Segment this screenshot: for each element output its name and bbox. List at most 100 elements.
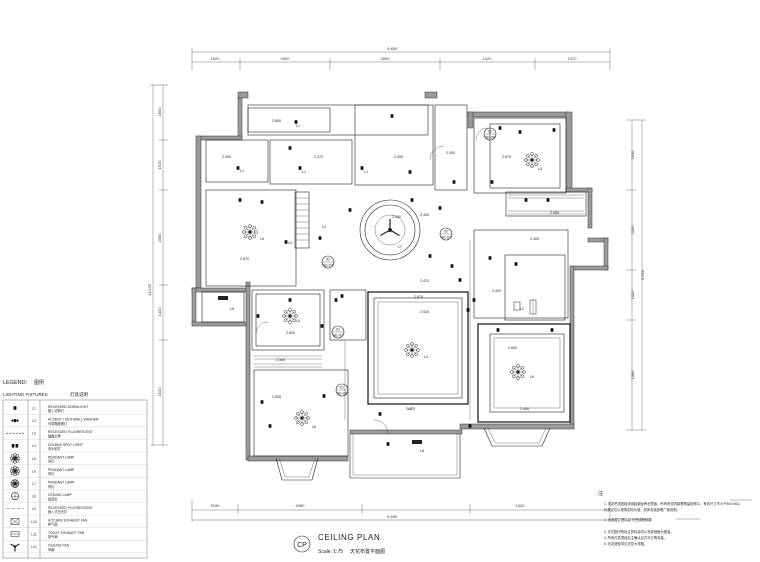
light-tag: L8 [420, 449, 424, 453]
downlight-icon [288, 146, 292, 150]
downlight-icon [294, 120, 298, 124]
legend-name-cn: 吊灯 [48, 459, 55, 464]
downlight-icon [496, 328, 500, 332]
ceiling-height-tag: 2.400 [394, 155, 403, 159]
legend-name: PENDANT LAMP [48, 468, 75, 472]
light-tag: L2 [322, 225, 326, 229]
title-scale: Scale: 1:75 [318, 549, 343, 555]
downlight-icon [360, 166, 364, 170]
section-marker-c: 01 SE-08 [335, 383, 349, 397]
top-dimensions: 9,450 1920 2900 3000 1420 1470 [191, 46, 611, 70]
left-dimensions: 1650 1520 2450 1420 1520 11,520 [147, 84, 168, 446]
central-circular-ceiling [359, 199, 421, 261]
light-tag: L1 [240, 169, 244, 173]
legend-code: L1 [32, 406, 36, 410]
downlight-icon [256, 314, 260, 318]
notes-heading: 注 [598, 490, 603, 497]
light-tag: L8 [230, 307, 234, 311]
pendant-lamp-icon [9, 453, 21, 464]
ceiling-height-tag: 2.400 [492, 289, 501, 293]
accent-light-icon [11, 419, 19, 423]
light-tag: L6 [530, 375, 534, 379]
svg-text:SE-07: SE-07 [441, 236, 451, 240]
hatch-band-right [508, 194, 584, 215]
light-tag: L6 [260, 237, 264, 241]
top-dim-4: 1420 [483, 56, 493, 61]
bottom-dimensions: 3150 4060 1420 9,450 [191, 500, 611, 522]
svg-text:01: 01 [336, 328, 340, 332]
bottom-dim-3: 1420 [516, 503, 526, 508]
title-subtitle: 天花布置平面图 [350, 548, 385, 555]
ceiling-height-tag: 2.470 [314, 155, 323, 159]
downlight-icon [514, 262, 518, 266]
downlight-icon [236, 166, 240, 170]
downlight-icon [546, 198, 550, 202]
pendant-icon [9, 465, 21, 477]
pendant-lamp-icon [404, 342, 420, 358]
legend-name: TOILET EXHAUST FAN [48, 531, 85, 535]
legend-name-cn: 吊扇 [48, 547, 54, 552]
downlight-icon [490, 180, 494, 184]
pendant-lamps [242, 152, 540, 426]
right-dim-3: 1000 [630, 290, 635, 300]
legend-code: L10 [31, 520, 37, 524]
top-dim-2: 2900 [281, 56, 291, 61]
note-line: 2. 为暗藏灯槽标高 为完成面标高 [604, 517, 652, 522]
ceiling-height-tag: 2.670 [414, 295, 423, 299]
downlight-icon [378, 412, 382, 416]
downlight-icon [550, 328, 554, 332]
title-main: CEILING PLAN [318, 533, 380, 542]
toilet-fan-icon [10, 531, 20, 537]
legend-code: L4 [32, 444, 36, 448]
downlight-icon [320, 324, 324, 328]
section-marker-a: 01 SE-07 [321, 255, 335, 269]
legend-code: L3 [32, 432, 36, 436]
legend-name-cn: 吸顶灯 [48, 496, 58, 501]
ceiling-fan-icon [10, 543, 20, 552]
legend-code: L8 [32, 495, 36, 499]
pendant-ring-icon [10, 479, 20, 488]
downlight-icon [524, 198, 528, 202]
downlight-icon [452, 180, 456, 184]
ceiling-height-tag: 2.600 [550, 211, 559, 215]
light-tag: L1 [364, 170, 368, 174]
downlight-icon [13, 406, 17, 410]
note-line: 1. 天花吊顶底板采用轻钢龙骨石膏板，所有吊顶内部需预留检修口，有效尺寸不小于5… [604, 501, 743, 506]
svg-text:01: 01 [488, 130, 492, 134]
bay-window-right [483, 427, 551, 447]
legend-heading-cn: 图例 [34, 379, 44, 386]
fluorescent-fixtures [218, 296, 537, 444]
ceiling-height-tag: 2.530 [420, 310, 429, 314]
double-spot-icon [11, 444, 19, 448]
section-marker-d: 02 SE-07 [439, 227, 453, 241]
title-symbol: CP [297, 542, 307, 549]
svg-text:02: 02 [444, 230, 448, 234]
bottom-dim-2: 4060 [296, 503, 306, 508]
right-dim-4: 1380 [630, 370, 635, 380]
light-tag: L2 [520, 307, 524, 311]
downlight-icon [386, 442, 390, 446]
stair-hatch [294, 191, 310, 249]
downlight-icon [340, 294, 344, 298]
legend-code: L12 [31, 545, 37, 549]
light-tag: L3 [288, 241, 292, 245]
legend-name: ACCENT LIGHT/WALL WASHER [48, 418, 99, 422]
ceiling-height-tag: 2.400 [446, 151, 455, 155]
ceiling-height-tag: 2.600 [508, 346, 517, 350]
section-marker-e: 01 SE-08 [483, 127, 497, 141]
downlight-icon [450, 264, 454, 268]
light-tag: L1 [296, 124, 300, 128]
downlight-icon [238, 198, 242, 202]
downlight-icon [488, 256, 492, 260]
interior-partitions [201, 104, 587, 457]
ceiling-lamp-icon [11, 492, 19, 501]
legend-name: RECESSED DOWNLIGHT [48, 405, 88, 409]
legend-name: CEILING FAN [48, 544, 70, 548]
pendant-lamp-icon [282, 308, 298, 324]
top-dim-5: 1470 [568, 56, 578, 61]
